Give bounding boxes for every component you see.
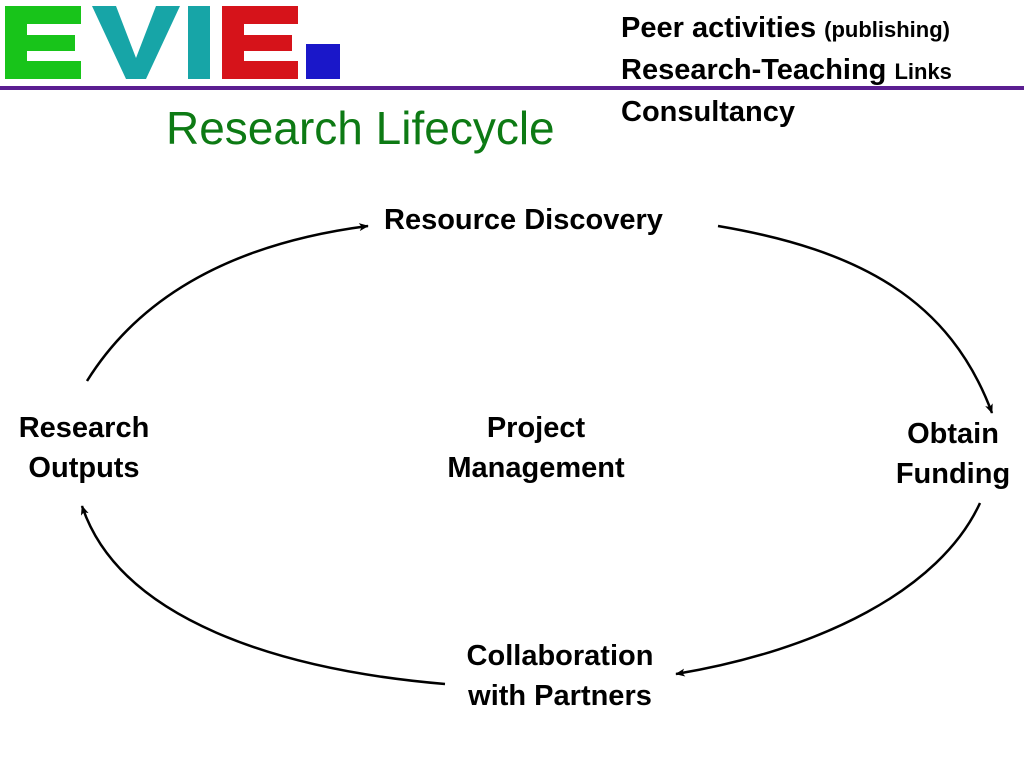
node-label: Collaboration xyxy=(466,640,654,672)
note-research-teaching: Research-Teaching Links xyxy=(621,50,952,92)
node-label: Funding xyxy=(895,458,1011,490)
arrow-collaboration-to-outputs xyxy=(80,505,446,686)
note-main: Consultancy xyxy=(621,96,796,128)
node-label: Obtain xyxy=(907,418,999,450)
node-project-management: Project Management xyxy=(426,408,646,488)
node-label: with Partners xyxy=(468,680,652,712)
note-small: (publishing) xyxy=(824,17,950,42)
header-divider xyxy=(0,86,1024,90)
header-notes: Peer activities (publishing) Research-Te… xyxy=(621,8,952,133)
node-label: Research xyxy=(18,412,150,444)
arrow-funding-to-collaboration xyxy=(675,502,982,677)
note-small: Links xyxy=(894,59,952,84)
arrow-discovery-to-funding xyxy=(717,224,994,414)
node-research-outputs: Research Outputs xyxy=(4,408,164,488)
node-resource-discovery: Resource Discovery xyxy=(384,200,663,240)
note-main: Research-Teaching xyxy=(621,54,887,86)
slide-title: Research Lifecycle xyxy=(166,102,555,154)
note-main: Peer activities xyxy=(621,12,817,44)
evie-logo xyxy=(5,6,340,79)
node-label: Resource Discovery xyxy=(384,204,663,236)
node-obtain-funding: Obtain Funding xyxy=(884,414,1022,494)
node-collaboration-with-partners: Collaboration with Partners xyxy=(445,636,675,716)
note-peer-activities: Peer activities (publishing) xyxy=(621,8,952,50)
node-label: Project xyxy=(486,412,586,444)
node-label: Management xyxy=(447,452,625,484)
arrow-outputs-to-discovery xyxy=(85,223,369,382)
node-label: Outputs xyxy=(28,452,140,484)
note-consultancy: Consultancy xyxy=(621,92,952,133)
